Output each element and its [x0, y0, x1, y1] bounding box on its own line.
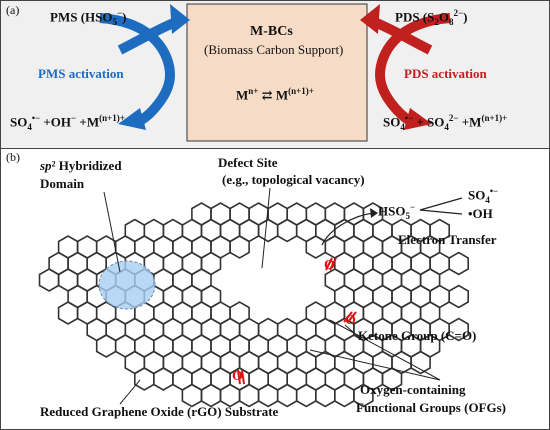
pms-products: SO4•− +OH− +M(n+1)+: [10, 113, 125, 132]
defect-site-example: (e.g., topological vacancy): [222, 172, 365, 187]
pms-activation-label: PMS activation: [38, 66, 124, 81]
hexagon-ring: [305, 235, 327, 259]
hexagon-ring: [276, 383, 298, 408]
defect-site-label: Defect Site: [218, 155, 278, 170]
oh-radical-label: •OH: [468, 206, 493, 221]
panel-a-label: (a): [6, 3, 20, 17]
pds-label: PDS (S2O82−): [395, 8, 468, 27]
pms-arrowhead-bottom: [118, 108, 146, 130]
hexagon-ring: [257, 218, 279, 243]
center-subtitle: (Biomass Carbon Support): [204, 42, 344, 57]
pds-arrow-2: [372, 17, 433, 55]
sp2-domain-label-line1: sp² Hybridized: [40, 158, 122, 173]
carbonyl-bond: [241, 369, 245, 385]
carbonyl-bond: [347, 311, 357, 323]
hso5-label: HSO5−: [378, 202, 416, 221]
so4-radical-label: SO4•−: [468, 186, 499, 205]
carbonyl-bond: [237, 369, 241, 385]
redox-equation: Mn+ ⇄ M(n+1)+: [236, 86, 314, 103]
ketone-group-label: Ketone Group (C=O): [358, 328, 477, 343]
hexagon-ring: [410, 350, 431, 375]
pds-products: SO4•− + SO42− +M(n+1)+: [383, 113, 508, 132]
leader-line: [261, 187, 271, 269]
pds-activation-label: PDS activation: [404, 66, 487, 81]
leader-line: [344, 324, 361, 339]
hexagon-ring: [38, 268, 60, 292]
pds-arrowhead-bottom: [404, 108, 432, 130]
hexagon-ring: [134, 367, 155, 391]
carbonyl-bond: [325, 257, 333, 271]
panel-b-label: (b): [6, 150, 20, 164]
electron-transfer-arrowhead: [370, 208, 378, 218]
leader-line: [329, 319, 441, 381]
hexagon-ring: [353, 383, 374, 408]
hexagon-ring: [295, 383, 317, 408]
oxygen-atom-3: O: [232, 369, 243, 384]
center-title: M-BCs: [250, 24, 293, 39]
carbonyl-bond: [329, 257, 337, 271]
oxygen-atom-1: O: [324, 258, 335, 273]
pds-arrow-1: [374, 13, 451, 126]
sp2-domain-highlight: [98, 260, 156, 310]
rgo-substrate-label: Reduced Graphene Oxide (rGO) Substrate: [40, 404, 279, 419]
hexagon-ring: [448, 317, 470, 342]
carbonyl-bond: [343, 311, 353, 323]
hexagon-ring: [153, 367, 174, 391]
hexagon-ring: [448, 251, 470, 276]
leader-line: [103, 191, 121, 273]
hexagon-ring: [314, 383, 336, 408]
hexagon-ring: [276, 218, 298, 243]
hexagon-ring: [381, 367, 403, 391]
electron-transfer-arrow: [321, 212, 375, 246]
pms-arrow-1: [99, 13, 176, 126]
pms-label: PMS (HSO5−): [50, 8, 127, 27]
leader-line: [309, 349, 441, 381]
hexagon-ring: [95, 334, 117, 358]
sp2-domain-label-line2: Domain: [40, 176, 85, 191]
pms-arrow-2: [117, 17, 178, 55]
hexagon-ring: [229, 235, 250, 259]
hexagon-ring: [333, 383, 355, 408]
leader-line: [119, 379, 141, 405]
oxygen-atom-2: O: [345, 313, 356, 328]
radical-branch-arrows: [419, 197, 463, 215]
ofg-label-line2: Functional Groups (OFGs): [356, 400, 507, 415]
center-box: [186, 3, 368, 142]
electron-transfer-label: Electron Transfer: [398, 232, 497, 247]
hexagon-ring: [448, 284, 470, 309]
ofg-label-line1: Oxygen-containing: [360, 382, 466, 397]
hexagon-ring: [57, 301, 79, 325]
